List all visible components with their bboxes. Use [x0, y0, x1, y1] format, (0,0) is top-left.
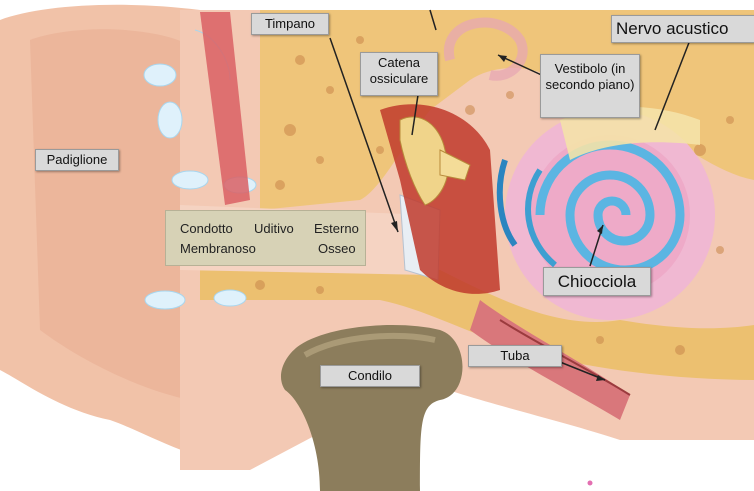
- label-timpano: Timpano: [251, 13, 329, 35]
- label-nervo-acustico: Nervo acustico: [611, 15, 754, 43]
- condotto-word-membranoso: Membranoso: [180, 241, 256, 256]
- label-vestibolo: Vestibolo (in secondo piano): [540, 54, 640, 118]
- label-condilo: Condilo: [320, 365, 420, 387]
- condotto-word-uditivo: Uditivo: [254, 221, 294, 236]
- pink-dot: [588, 481, 593, 486]
- condotto-word-osseo: Osseo: [318, 241, 356, 256]
- condotto-word-condotto: Condotto: [180, 221, 233, 236]
- condotto-word-esterno: Esterno: [314, 221, 359, 236]
- label-tuba: Tuba: [468, 345, 562, 367]
- label-chiocciola: Chiocciola: [543, 267, 651, 296]
- label-catena-ossiculare: Catena ossiculare: [360, 52, 438, 96]
- label-padiglione: Padiglione: [35, 149, 119, 171]
- label-condotto-uditivo: Condotto Uditivo Esterno Membranoso Osse…: [165, 210, 366, 266]
